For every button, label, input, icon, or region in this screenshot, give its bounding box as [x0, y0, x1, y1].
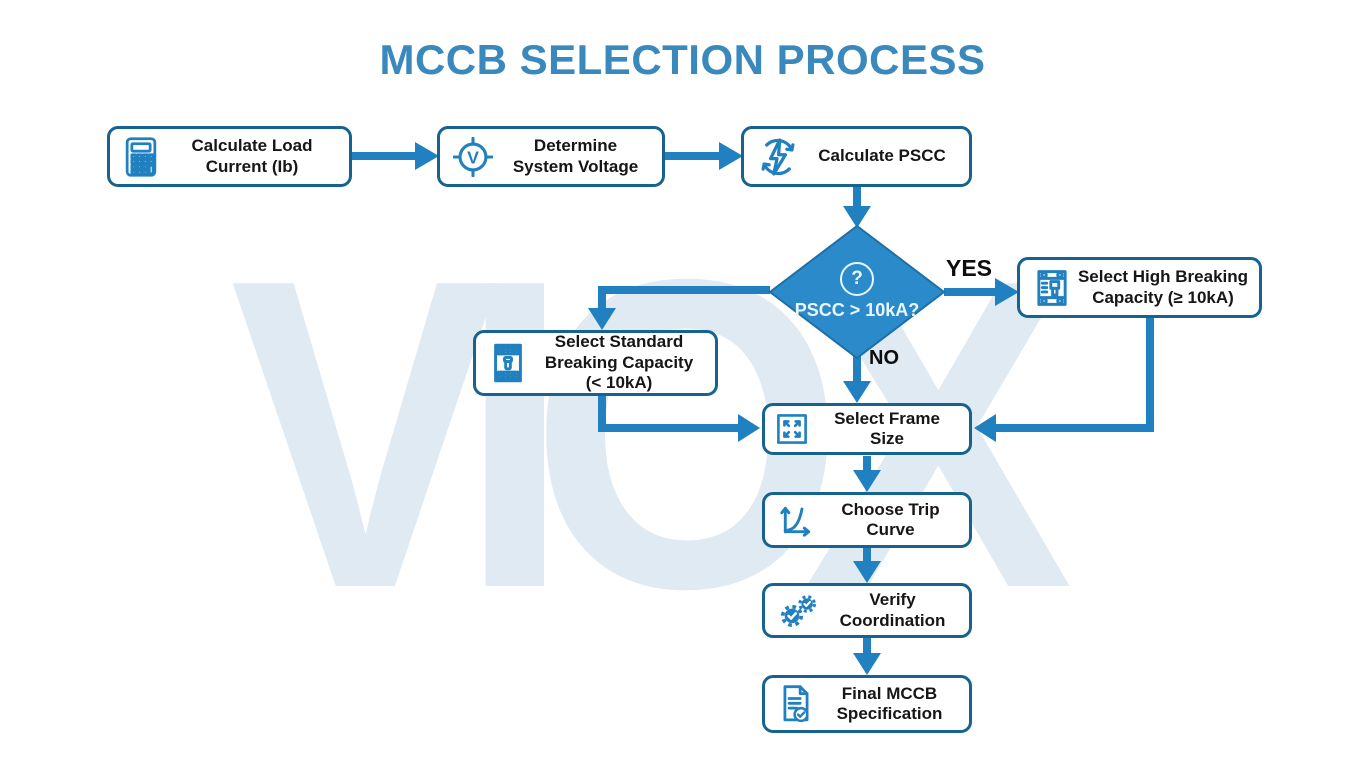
arrow-frame-to-trip — [853, 456, 881, 492]
short-circuit-icon — [757, 136, 799, 178]
node-select-standard-breaking: Select Standard Breaking Capacity (< 10k… — [473, 330, 718, 396]
document-check-icon — [778, 683, 814, 725]
node-label: Select Standard Breaking Capacity (< 10k… — [544, 332, 694, 393]
yes-branch-label: YES — [946, 255, 993, 281]
arrow-yes-to-high-breaking — [944, 278, 1019, 306]
node-label: Select High Breaking Capacity (≥ 10kA) — [1077, 267, 1249, 307]
node-calculate-pscc: Calculate PSCC — [741, 126, 972, 187]
arrow-standard-to-frame — [598, 396, 760, 442]
arrow-voltage-to-pscc — [665, 142, 743, 170]
arrow-verify-to-final — [853, 638, 881, 675]
decision-pscc: ? PSCC > 10kA? — [770, 234, 944, 348]
arrow-high-to-frame — [974, 318, 1154, 442]
node-label: Final MCCB Specification — [836, 683, 943, 723]
node-label: Verify Coordination — [839, 590, 946, 630]
page-title: MCCB SELECTION PROCESS — [379, 36, 986, 83]
gears-check-icon — [778, 592, 820, 630]
node-select-high-breaking: Select High Breaking Capacity (≥ 10kA) — [1017, 257, 1262, 318]
svg-text:V: V — [467, 147, 479, 167]
arrow-pscc-to-decision — [843, 187, 871, 228]
calculator-icon — [123, 136, 159, 178]
arrow-trip-to-verify — [853, 548, 881, 583]
node-label: Choose Trip Curve — [841, 499, 940, 539]
expand-frame-icon — [775, 412, 809, 446]
node-label: Calculate Load Current (Ib) — [191, 136, 313, 176]
no-branch-label: NO — [869, 347, 899, 369]
node-select-frame-size: Select Frame Size — [762, 403, 972, 455]
node-label: Calculate PSCC — [818, 146, 946, 166]
node-final-mccb-specification: Final MCCB Specification — [762, 675, 972, 733]
question-icon: ? — [840, 261, 874, 296]
node-calculate-load-current: Calculate Load Current (Ib) — [107, 126, 352, 187]
node-choose-trip-curve: Choose Trip Curve — [762, 492, 972, 548]
decision-label: PSCC > 10kA? — [794, 299, 920, 320]
voltmeter-icon: V — [453, 136, 493, 177]
arrow-decision-to-standard-breaking — [588, 286, 770, 330]
node-determine-system-voltage: V Determine System Voltage — [437, 126, 665, 187]
breaker-2pole-icon — [1033, 268, 1071, 308]
breaker-3pole-icon — [489, 342, 527, 384]
node-label: Select Frame Size — [834, 408, 940, 448]
arrow-load-to-voltage — [352, 142, 439, 170]
trip-curve-icon — [778, 501, 816, 539]
arrow-no-to-frame — [843, 356, 871, 403]
node-verify-coordination: Verify Coordination — [762, 583, 972, 638]
node-label: Determine System Voltage — [512, 136, 639, 176]
